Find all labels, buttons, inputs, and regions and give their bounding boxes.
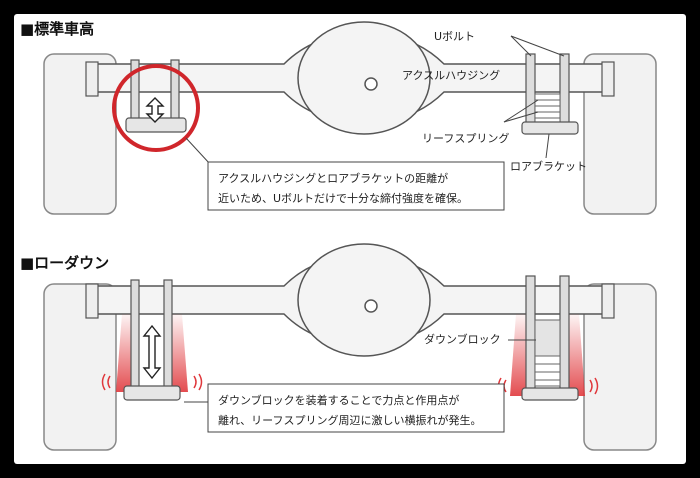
right-lower-bracket-lowdown <box>521 387 579 401</box>
lowdown-note-line2: 離れ、リーフスプリング周辺に激しい横振れが発生。 <box>218 413 481 427</box>
right-ubolt-assembly <box>521 53 579 135</box>
differential-housing-lowdown <box>297 243 431 357</box>
label-u-bolt: Uボルト <box>434 30 475 43</box>
leader-u-bolt-1 <box>510 35 532 57</box>
standard-title: ■標準車高 <box>20 20 94 38</box>
left-lower-bracket-lowdown <box>123 385 181 401</box>
right-stress-outer <box>510 314 526 396</box>
leader-leaf-2 <box>503 111 539 123</box>
callout-pointer <box>185 137 211 165</box>
right-lowdown-assembly <box>497 275 599 401</box>
right-tire-lowdown <box>583 283 657 451</box>
lowdown-section: ■ローダウン <box>20 243 657 451</box>
standard-note-box <box>207 161 505 211</box>
down-block <box>534 319 561 357</box>
label-leaf-spring: リーフスプリング <box>422 131 509 145</box>
right-axle-end-lowdown <box>601 283 615 319</box>
leader-leaf-1 <box>503 99 539 123</box>
label-lower-bracket: ロアブラケット <box>510 159 587 173</box>
gap-arrow <box>145 97 165 123</box>
standard-note-line2: 近いため、Uボルトだけで十分な締付強度を確保。 <box>218 191 468 205</box>
leader-u-bolt-2 <box>510 35 565 57</box>
left-axle-end <box>85 61 99 97</box>
diff-plug <box>364 77 378 91</box>
left-lowdown-assembly <box>101 279 203 401</box>
diagram-canvas: ■標準車高 <box>20 20 657 451</box>
standard-section: ■標準車高 <box>20 20 657 215</box>
right-stress-inner <box>569 314 585 396</box>
label-axle-housing: アクスルハウジング <box>402 68 500 82</box>
diagram-panel: ■標準車高 <box>14 14 686 464</box>
right-lower-bracket <box>521 121 579 135</box>
left-tire-lowdown <box>43 283 117 451</box>
lowdown-note-line1: ダウンブロックを装着することで力点と作用点が <box>218 393 459 407</box>
label-down-block: ダウンブロック <box>424 332 501 346</box>
diff-plug-lowdown <box>364 299 378 313</box>
leader-bracket <box>545 133 550 159</box>
left-ubolt-assembly <box>125 59 187 133</box>
highlight-circle <box>112 64 200 152</box>
differential-housing <box>297 21 431 135</box>
standard-note-line1: アクスルハウジングとロアブラケットの距離が <box>218 171 448 185</box>
lowdown-note-box <box>207 383 505 433</box>
gap-arrow-long <box>142 324 162 380</box>
right-axle-end <box>601 61 615 97</box>
left-stress-inner <box>172 314 188 392</box>
lowdown-title: ■ローダウン <box>20 254 109 272</box>
left-axle-end-lowdown <box>85 283 99 319</box>
left-stress-outer <box>116 314 132 392</box>
